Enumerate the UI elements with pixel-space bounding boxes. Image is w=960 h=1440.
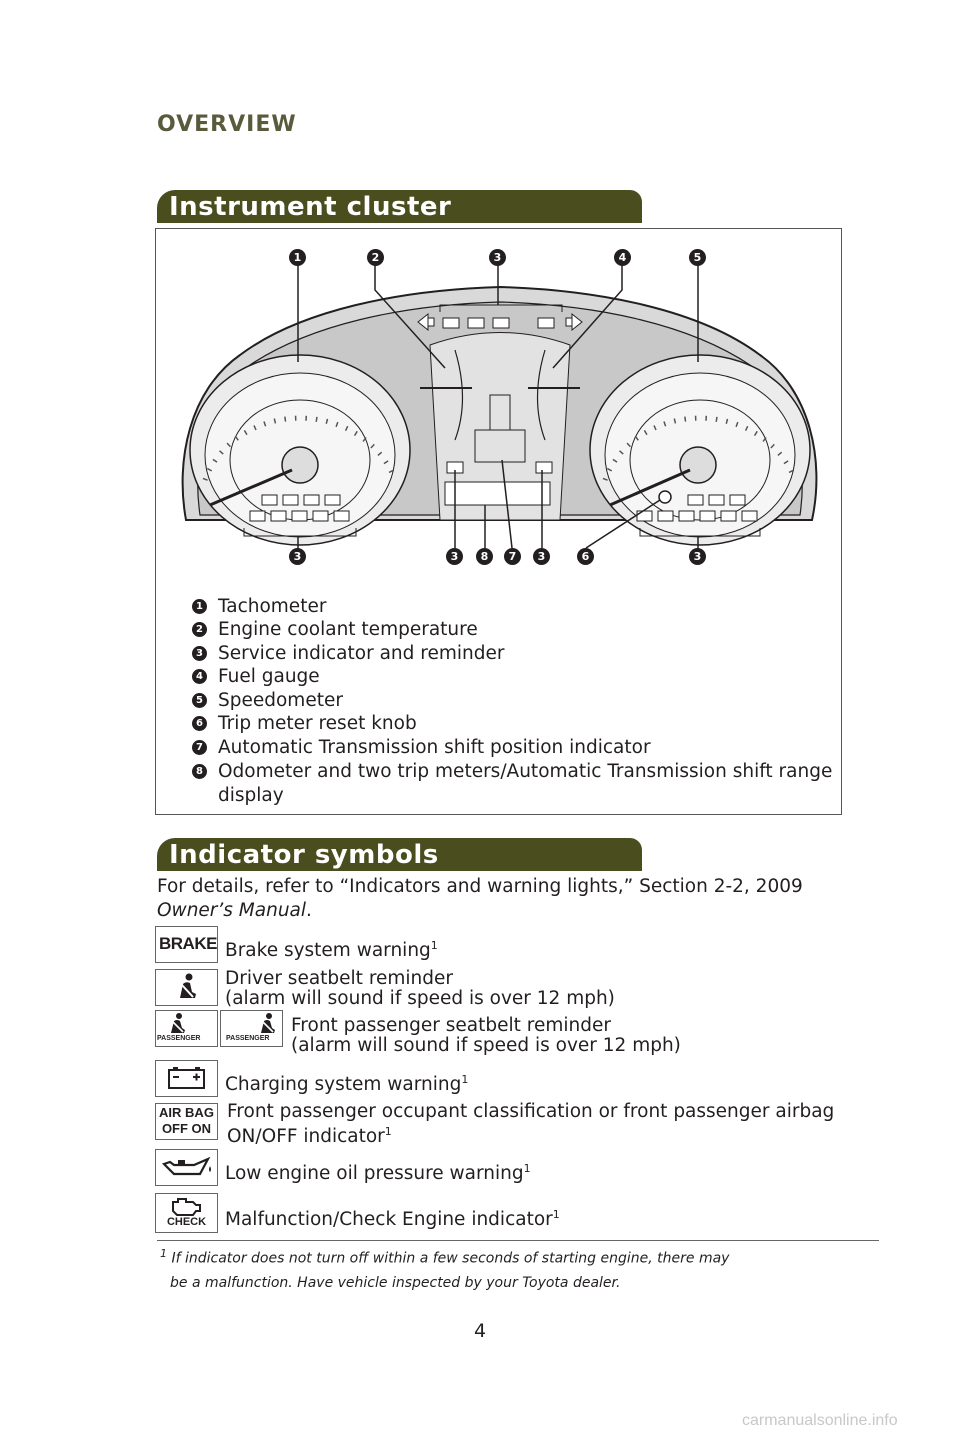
oil-can-icon	[155, 1149, 218, 1186]
indicators-intro: For details, refer to “Indicators and wa…	[157, 875, 803, 923]
check-icon-text: CHECK	[166, 1216, 207, 1228]
legend-text: Automatic Transmission shift position in…	[218, 737, 651, 758]
indicator-label: Malfunction/Check Engine indicator1	[225, 1205, 560, 1230]
section-title: OVERVIEW	[157, 112, 297, 137]
callout-bottom-3c: 3	[533, 548, 550, 565]
instrument-cluster-panel	[155, 228, 842, 815]
legend-text: Trip meter reset knob	[218, 713, 417, 734]
indicator-label-text: Front passenger occupant classification …	[227, 1101, 835, 1122]
legend-number: 3	[192, 646, 207, 661]
indicator-label: Front passenger seatbelt reminder (alarm…	[291, 1016, 681, 1056]
passenger-icon-text: PASSENGER	[157, 1035, 201, 1042]
instrument-cluster-illustration	[181, 265, 818, 549]
legend-number: 6	[192, 716, 207, 731]
footnote-ref: 1	[461, 1073, 469, 1086]
indicator-label: Front passenger occupant classification …	[227, 1102, 834, 1147]
indicator-label-text: Malfunction/Check Engine indicator	[225, 1209, 553, 1231]
indicator-label-text: Charging system warning	[225, 1074, 462, 1096]
indicator-label: Brake system warning1	[225, 936, 438, 961]
airbag-icon: AIR BAG OFF ON	[155, 1103, 218, 1140]
legend-text: Odometer and two trip meters/Automatic T…	[218, 761, 833, 782]
indicator-label: Driver seatbelt reminder (alarm will sou…	[225, 969, 615, 1009]
footnote-divider	[157, 1240, 879, 1241]
indicator-label-text-2: (alarm will sound if speed is over 12 mp…	[291, 1035, 681, 1056]
callout-2: 2	[367, 249, 384, 266]
callout-4: 4	[614, 249, 631, 266]
page-number: 4	[473, 1320, 487, 1342]
brake-icon-text: BRAKE	[159, 934, 217, 953]
legend-text: Tachometer	[218, 596, 327, 617]
callout-bottom-3a: 3	[289, 548, 306, 565]
callout-3: 3	[489, 249, 506, 266]
passenger-seatbelt-icon: PASSENGER	[155, 1010, 218, 1047]
footnote-line-2: be a malfunction. Have vehicle inspected…	[170, 1274, 621, 1291]
legend-text: Service indicator and reminder	[218, 643, 505, 664]
indicator-label-text: Brake system warning	[225, 940, 431, 962]
instrument-cluster-heading: Instrument cluster	[157, 190, 642, 223]
check-engine-icon: CHECK	[155, 1193, 218, 1233]
legend-number: 7	[192, 740, 207, 755]
watermark: carmanualsonline.info	[742, 1412, 898, 1429]
seatbelt-icon-graphic	[180, 973, 196, 998]
callout-bottom-6: 6	[577, 548, 594, 565]
callout-5: 5	[689, 249, 706, 266]
battery-icon	[155, 1060, 218, 1097]
battery-icon-graphic	[168, 1067, 205, 1089]
intro-text: For details, refer to “Indicators and wa…	[157, 876, 803, 897]
indicator-label-text: Driver seatbelt reminder	[225, 968, 454, 989]
legend-continuation: display	[218, 785, 284, 806]
legend-number: 2	[192, 622, 207, 637]
oil-can-graphic	[161, 1156, 211, 1176]
legend-text: Engine coolant temperature	[218, 619, 478, 640]
legend-text: Speedometer	[218, 690, 343, 711]
footnote: 1 If indicator does not turn off within …	[160, 1242, 729, 1295]
footnote-ref: 1	[523, 1162, 531, 1175]
indicator-label-text-2: ON/OFF indicator	[227, 1126, 385, 1148]
callout-bottom-3b: 3	[446, 548, 463, 565]
indicator-label-text: Low engine oil pressure warning	[225, 1163, 524, 1185]
engine-graphic	[172, 1198, 201, 1216]
airbag-icon-text: AIR BAG OFF ON	[159, 1105, 214, 1136]
callout-bottom-7: 7	[504, 548, 521, 565]
passenger-seatbelt-graphic	[171, 1013, 185, 1033]
footnote-line-1: If indicator does not turn off within a …	[171, 1250, 730, 1267]
seatbelt-icon	[155, 969, 218, 1006]
indicator-symbols-heading: Indicator symbols	[157, 838, 642, 871]
indicator-label: Charging system warning1	[225, 1070, 468, 1095]
legend-number: 4	[192, 669, 207, 684]
passenger-seatbelt-icon: PASSENGER	[220, 1010, 283, 1047]
brake-icon: BRAKE	[155, 926, 218, 963]
callout-bottom-8: 8	[476, 548, 493, 565]
indicator-label-text-2: (alarm will sound if speed is over 12 mp…	[225, 988, 615, 1009]
footnote-ref: 1	[384, 1125, 392, 1138]
footnote-ref: 1	[430, 939, 438, 952]
intro-italic: Owner’s Manual	[157, 900, 307, 921]
legend-number: 8	[192, 764, 207, 779]
footnote-mark: 1	[160, 1247, 167, 1260]
passenger-seatbelt-graphic	[261, 1013, 275, 1033]
footnote-ref: 1	[552, 1208, 560, 1221]
legend-number: 5	[192, 693, 207, 708]
passenger-icon-text: PASSENGER	[226, 1035, 270, 1042]
callout-bottom-3d: 3	[689, 548, 706, 565]
indicator-label: Low engine oil pressure warning1	[225, 1159, 531, 1184]
callout-1: 1	[289, 249, 306, 266]
legend-text: Fuel gauge	[218, 666, 320, 687]
intro-end: .	[306, 900, 312, 921]
legend-number: 1	[192, 599, 207, 614]
indicator-label-text: Front passenger seatbelt reminder	[291, 1015, 611, 1036]
